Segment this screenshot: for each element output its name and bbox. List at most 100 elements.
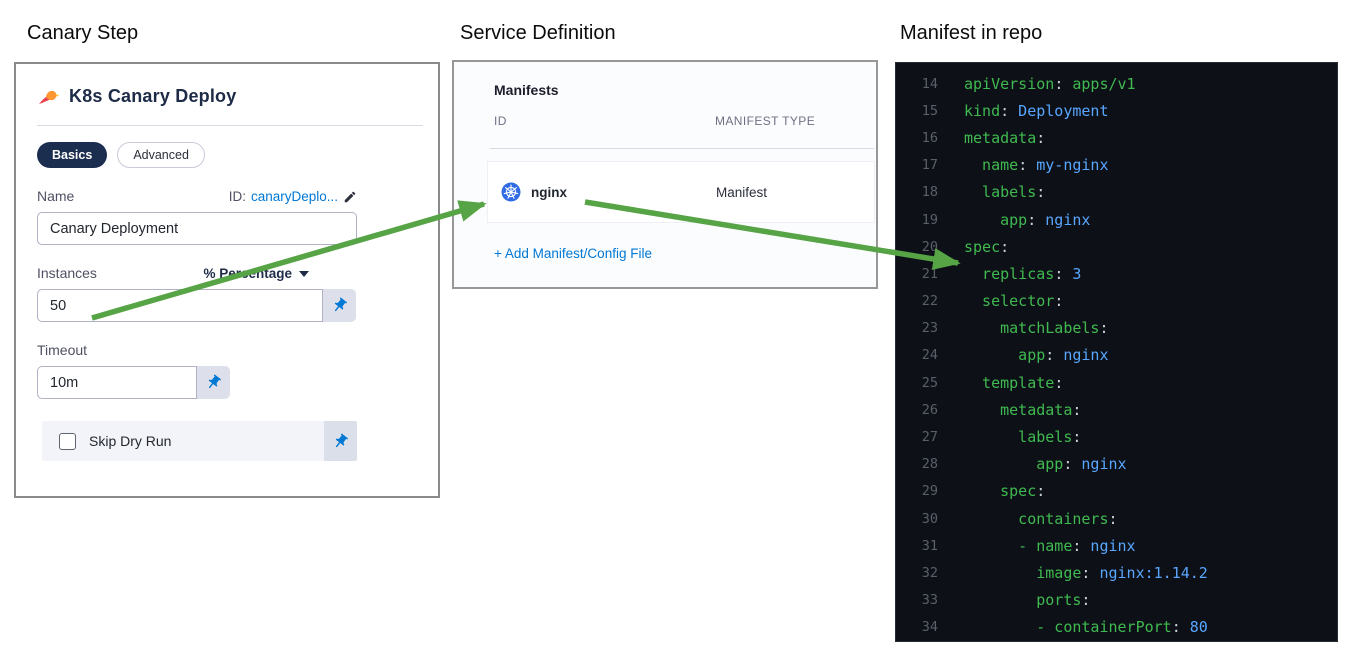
code-text: - name: nginx (964, 536, 1136, 555)
code-text: template: (964, 373, 1064, 392)
code-line: 32 image: nginx:1.14.2 (896, 559, 1337, 586)
line-number: 19 (921, 211, 938, 228)
step-card-title: K8s Canary Deploy (69, 86, 237, 106)
step-id-link[interactable]: canaryDeplo... (250, 189, 338, 204)
code-line: 16 metadata: (896, 124, 1337, 151)
pushpin-icon (335, 433, 348, 447)
line-number: 31 (921, 537, 938, 554)
code-text: labels: (964, 428, 1082, 447)
line-number: 14 (921, 75, 938, 92)
line-number: 18 (921, 184, 938, 201)
line-number: 17 (921, 157, 938, 174)
manifest-type-cell: Manifest (716, 184, 768, 200)
code-text: apiVersion: apps/v1 (964, 74, 1136, 93)
id-prefix-label: ID: (228, 189, 246, 204)
code-text: ports: (964, 591, 1091, 610)
code-line: 31 - name: nginx (896, 532, 1337, 559)
instances-input-group (37, 289, 438, 322)
code-line: 20 spec: (896, 233, 1337, 260)
chevron-down-icon (299, 270, 309, 277)
code-text: metadata: (964, 128, 1046, 147)
line-number: 20 (921, 238, 938, 255)
service-definition-title: Service Definition (460, 22, 616, 44)
column-header-manifest-type: MANIFEST TYPE (715, 114, 816, 128)
instances-label: Instances (37, 265, 97, 281)
code-text: app: nginx (964, 455, 1127, 474)
code-line: 29 spec: (896, 478, 1337, 505)
line-number: 22 (921, 293, 938, 310)
timeout-input[interactable] (37, 366, 197, 399)
unit-selector-label: % Percentage (203, 266, 292, 281)
kubernetes-icon (501, 182, 521, 202)
timeout-input-group (37, 366, 438, 399)
code-text: app: nginx (964, 346, 1109, 365)
code-text: name: my-nginx (964, 156, 1109, 175)
line-number: 28 (921, 456, 938, 473)
manifest-repo-title: Manifest in repo (900, 22, 1043, 44)
code-line: 21 replicas: 3 (896, 260, 1337, 287)
manifest-table-row[interactable]: nginx Manifest (487, 161, 875, 223)
step-card-header: K8s Canary Deploy (37, 86, 423, 107)
line-number: 25 (921, 374, 938, 391)
line-number: 30 (921, 510, 938, 527)
code-text: metadata: (964, 400, 1082, 419)
instances-input[interactable] (37, 289, 323, 322)
code-text: labels: (964, 183, 1046, 202)
percentage-unit-selector[interactable]: % Percentage (203, 266, 309, 281)
line-number: 16 (921, 129, 938, 146)
canary-bird-icon (39, 90, 59, 104)
header-divider (37, 125, 423, 126)
step-id-group: ID: canaryDeplo... (229, 189, 357, 204)
code-line: 28 app: nginx (896, 451, 1337, 478)
code-text: spec: (964, 237, 1010, 256)
pushpin-icon (208, 374, 221, 389)
code-line: 33 ports: (896, 587, 1337, 614)
code-line: 19 app: nginx (896, 206, 1337, 233)
instances-pin-button[interactable] (323, 289, 356, 322)
code-text: kind: Deployment (964, 101, 1109, 120)
skip-dry-run-row: Skip Dry Run (42, 421, 357, 461)
add-manifest-link[interactable]: + Add Manifest/Config File (494, 246, 652, 261)
service-definition-panel: Manifests ID MANIFEST TYPE nginx (452, 60, 878, 289)
code-line: 17 name: my-nginx (896, 152, 1337, 179)
code-text: selector: (964, 292, 1064, 311)
code-text: replicas: 3 (964, 264, 1082, 283)
line-number: 15 (921, 102, 938, 119)
line-number: 29 (921, 483, 938, 500)
code-line: 30 containers: (896, 505, 1337, 532)
skip-dry-run-checkbox[interactable] (59, 432, 76, 450)
canary-step-panel: K8s Canary Deploy Basics Advanced Name I… (14, 62, 440, 498)
line-number: 26 (921, 401, 938, 418)
skip-dry-run-pin-button[interactable] (324, 421, 357, 461)
name-label: Name (37, 188, 75, 204)
code-line: 26 metadata: (896, 396, 1337, 423)
code-line: 22 selector: (896, 288, 1337, 315)
code-text: containers: (964, 509, 1118, 528)
manifests-section-title: Manifests (494, 82, 559, 98)
timeout-label: Timeout (37, 342, 88, 358)
code-line: 24 app: nginx (896, 342, 1337, 369)
tab-advanced[interactable]: Advanced (117, 142, 205, 168)
tab-basics[interactable]: Basics (37, 142, 108, 168)
line-number: 34 (921, 619, 938, 636)
timeout-field-row: Timeout (37, 342, 357, 358)
code-line: 15 kind: Deployment (896, 97, 1337, 124)
name-input[interactable] (37, 212, 357, 245)
line-number: 27 (921, 429, 938, 446)
line-number: 23 (921, 320, 938, 337)
instances-field-row: Instances % Percentage (37, 265, 357, 281)
pencil-icon[interactable] (343, 190, 357, 204)
code-line: 25 template: (896, 369, 1337, 396)
column-header-id: ID (494, 114, 507, 128)
timeout-pin-button[interactable] (197, 366, 230, 399)
canary-step-title: Canary Step (27, 22, 139, 44)
code-line: 18 labels: (896, 179, 1337, 206)
line-number: 33 (921, 592, 938, 609)
line-number: 24 (921, 347, 938, 364)
skip-dry-run-label: Skip Dry Run (89, 433, 172, 449)
code-text: matchLabels: (964, 319, 1109, 338)
pushpin-icon (334, 297, 347, 312)
